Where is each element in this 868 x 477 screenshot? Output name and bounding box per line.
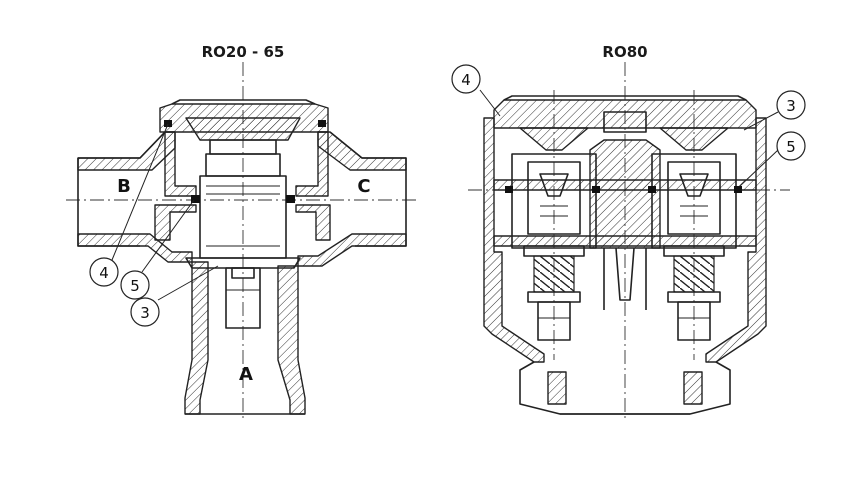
svg-text:5: 5	[130, 277, 140, 295]
svg-text:3: 3	[140, 304, 150, 322]
right-top-cap	[493, 95, 757, 151]
right-callout-4: 4	[451, 64, 481, 94]
svg-text:4: 4	[461, 71, 471, 89]
left-bonnet-cap	[159, 99, 329, 155]
right-cartridge-right	[648, 153, 742, 341]
left-valve-body	[77, 131, 407, 415]
left-callout-5: 5	[120, 270, 150, 300]
right-right-oring-b	[734, 186, 742, 193]
left-callout-3: 3	[130, 297, 160, 327]
valve-right-title: RO80	[602, 43, 647, 61]
port-c-label: C	[357, 176, 370, 197]
svg-text:5: 5	[786, 138, 796, 156]
left-oring-left	[191, 195, 200, 203]
valve-ro20-65: RO20 - 65	[66, 43, 420, 420]
left-cartridge-spring	[533, 255, 575, 293]
right-callout-5: 5	[776, 131, 806, 161]
right-leader-3	[743, 111, 779, 131]
port-b-label: B	[117, 176, 131, 197]
port-a-label: A	[239, 364, 253, 385]
left-cap-seal-left	[164, 120, 172, 127]
svg-text:4: 4	[99, 264, 109, 282]
svg-text:3: 3	[786, 97, 796, 115]
right-left-oring-b	[592, 186, 600, 193]
left-cap-seal-right	[318, 120, 326, 127]
left-leader-5	[141, 199, 195, 273]
left-thermostat-element	[164, 120, 326, 329]
valve-left-title: RO20 - 65	[202, 43, 285, 61]
right-left-oring-a	[505, 186, 513, 193]
left-oring-right	[286, 195, 295, 203]
right-leader-5	[739, 149, 779, 187]
left-callout-4: 4	[89, 257, 119, 287]
right-cartridge-spring	[673, 255, 715, 293]
right-leader-4	[479, 89, 501, 117]
left-leader-4	[111, 123, 169, 261]
valve-ro80: RO80	[451, 43, 806, 420]
left-leader-3	[157, 265, 219, 301]
right-callout-3: 3	[776, 90, 806, 120]
right-cartridge-left	[505, 153, 600, 341]
right-right-oring-a	[648, 186, 656, 193]
